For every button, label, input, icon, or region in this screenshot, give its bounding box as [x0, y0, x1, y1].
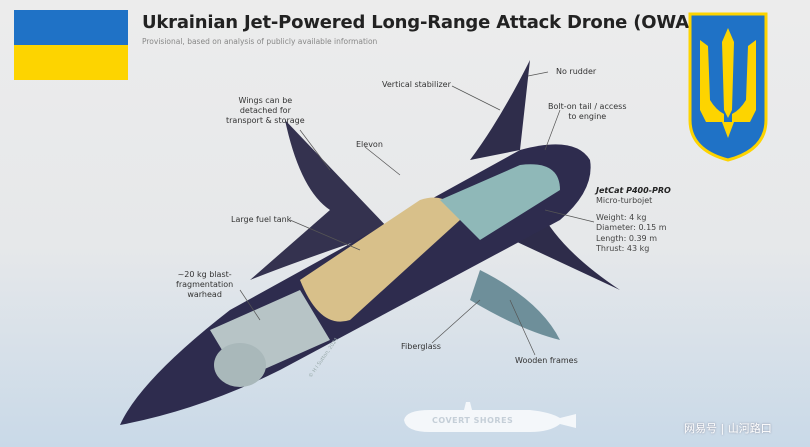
- label-fiberglass: Fiberglass: [401, 342, 441, 351]
- vertical-stabilizer: [470, 60, 530, 160]
- label-vertical-stabilizer: Vertical stabilizer: [382, 80, 451, 89]
- submarine-logo-icon: [404, 402, 576, 432]
- label-warhead: ~20 kg blast- fragmentation warhead: [176, 270, 234, 299]
- label-fuel-tank: Large fuel tank: [231, 215, 292, 224]
- fuel-tank: [300, 197, 460, 322]
- covert-shores-logo: COVERT SHORES: [432, 416, 514, 425]
- ukraine-flag: [14, 10, 128, 80]
- label-no-rudder: No rudder: [556, 67, 597, 76]
- engine-bay: [440, 164, 560, 240]
- page-subtitle: Provisional, based on analysis of public…: [142, 37, 378, 46]
- label-elevon: Elevon: [356, 140, 383, 149]
- watermark: 网易号 | 山河路口: [684, 422, 772, 435]
- nose-section: [214, 343, 266, 387]
- label-wings: Wings can be detached for transport & st…: [226, 96, 305, 125]
- page-title: Ukrainian Jet-Powered Long-Range Attack …: [142, 12, 755, 33]
- trident-emblem-icon: [688, 12, 768, 162]
- left-wing: [250, 120, 390, 280]
- engine-specs: JetCat P400-PRO Micro-turbojet Weight: 4…: [596, 186, 671, 253]
- label-wooden-frames: Wooden frames: [515, 356, 578, 365]
- label-bolt-on-tail: Bolt-on tail / access to engine: [548, 102, 627, 121]
- wing-frames-cutout: [470, 270, 560, 340]
